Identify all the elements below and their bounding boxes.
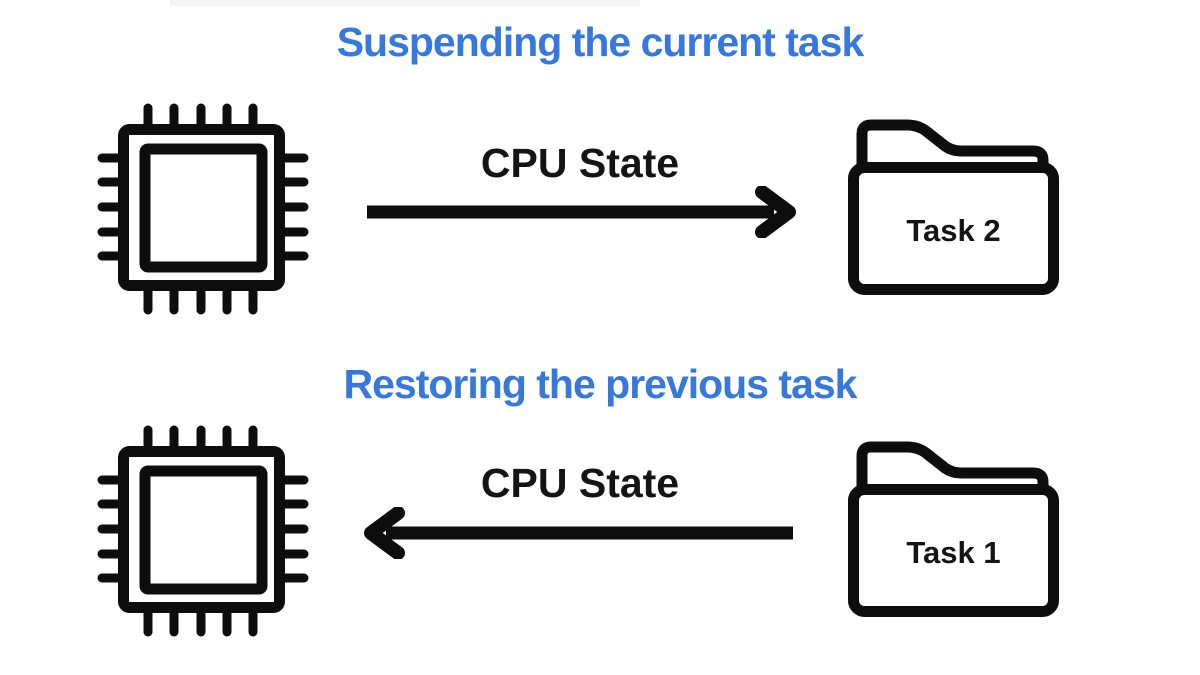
folder-icon: Task 2	[848, 119, 1059, 296]
cpu-state-label: CPU State	[480, 460, 680, 506]
cpu-chip-icon	[96, 102, 310, 316]
folder-label-task1: Task 1	[906, 535, 1001, 570]
arrow-left-icon	[362, 507, 798, 559]
cpu-state-label: CPU State	[480, 140, 680, 186]
folder-icon: Task 1	[848, 441, 1059, 618]
top-edge-artifact	[170, 0, 640, 6]
cpu-chip-icon	[96, 424, 310, 638]
folder-label-task2: Task 2	[906, 213, 1001, 248]
section-title-restore: Restoring the previous task	[343, 361, 858, 407]
section-title-suspend: Suspending the current task	[336, 19, 865, 65]
arrow-right-icon	[362, 186, 798, 238]
